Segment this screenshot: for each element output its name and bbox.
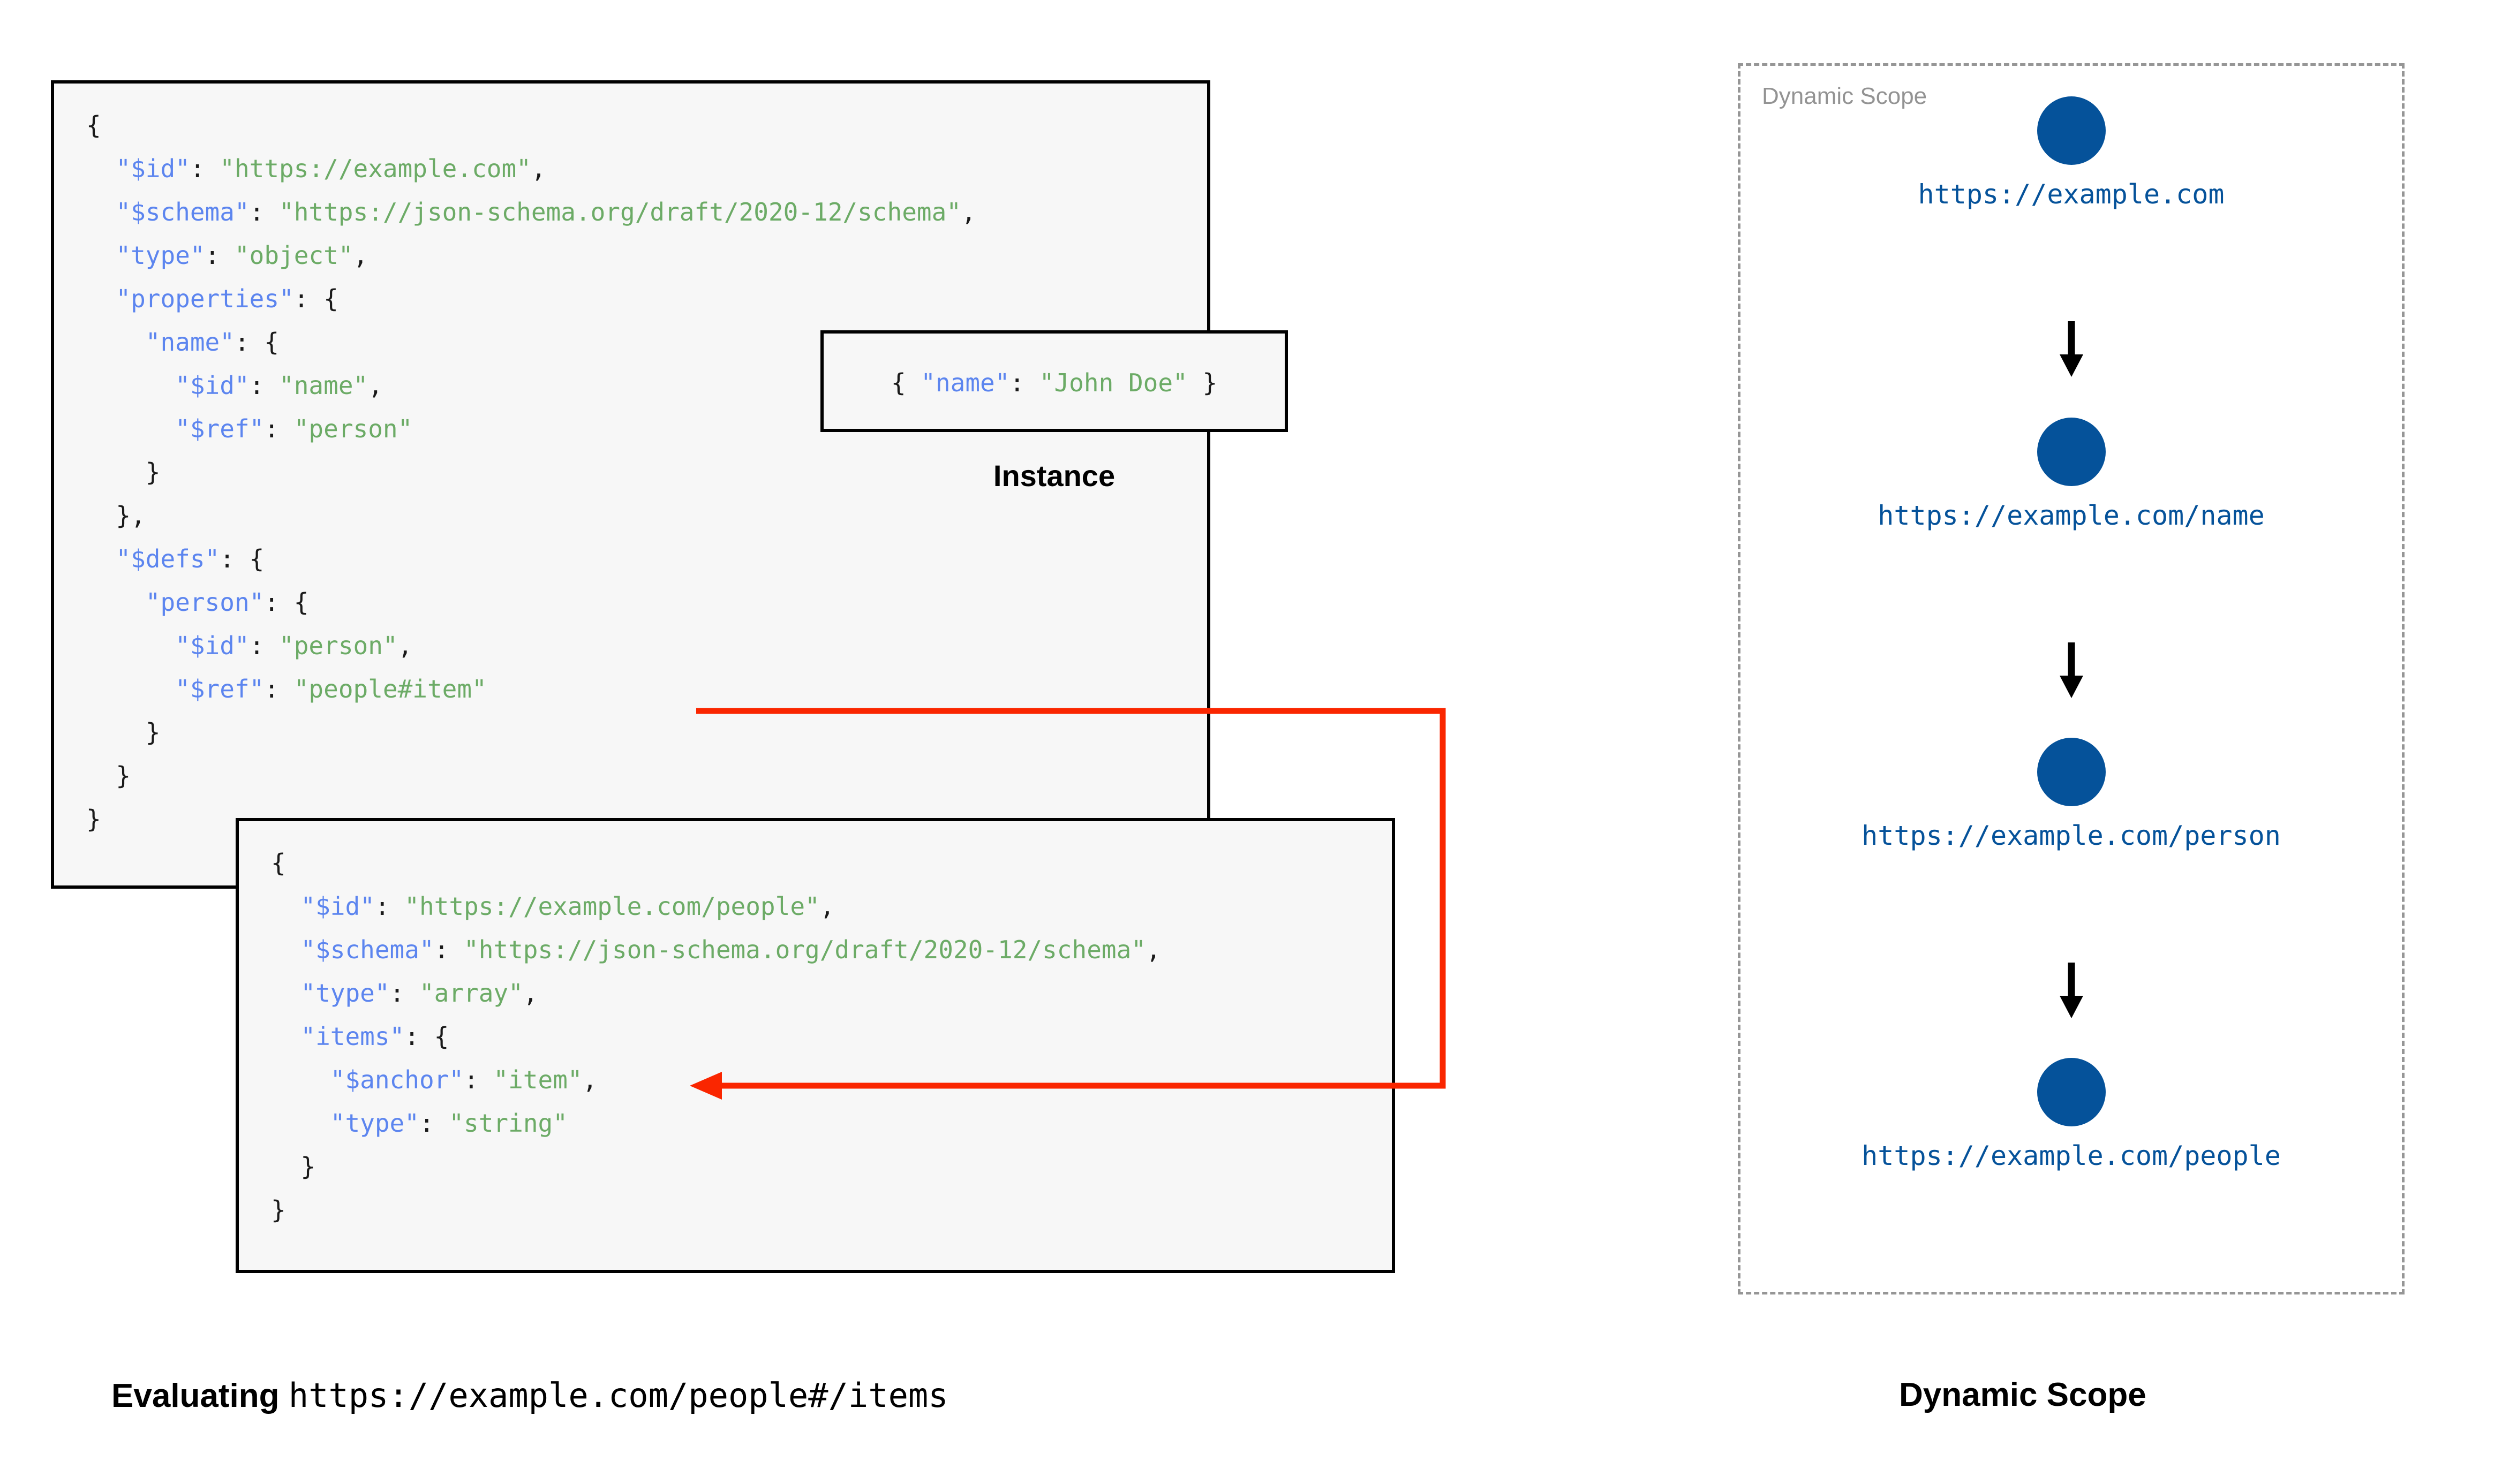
code-line: "$schema": "https://json-schema.org/draf… — [116, 198, 976, 226]
evaluating-label: Evaluating — [111, 1377, 280, 1414]
root-schema-code: { "$id": "https://example.com", "$schema… — [86, 104, 976, 841]
dynamic-scope-panel-label: Dynamic Scope — [1762, 83, 1927, 109]
scope-node-circle-icon — [2037, 96, 2106, 165]
code-line: }, — [86, 501, 146, 530]
scope-node-3: https://example.com/people — [1738, 1058, 2405, 1171]
code-line: "items": { — [300, 1022, 449, 1051]
down-arrow-icon — [2059, 321, 2083, 377]
scope-node-0: https://example.com — [1738, 96, 2405, 210]
code-line: "properties": { — [116, 284, 338, 313]
scope-node-circle-icon — [2037, 1058, 2106, 1126]
scope-node-2: https://example.com/person — [1738, 738, 2405, 851]
code-line: "name": { — [145, 328, 280, 357]
scope-node-label: https://example.com — [1918, 179, 2225, 210]
code-line: "person": { — [145, 588, 309, 617]
code-line: } — [86, 458, 161, 487]
code-line: "$id": "https://example.com", — [116, 154, 546, 183]
code-line: "$id": "person", — [175, 631, 413, 660]
code-line: } — [86, 805, 101, 834]
code-line: "$defs": { — [116, 544, 265, 573]
code-line: "type": "array", — [300, 979, 538, 1008]
scope-node-label: https://example.com/name — [1878, 500, 2265, 531]
code-line: } — [86, 761, 131, 790]
people-schema-box: { "$id": "https://example.com/people", "… — [236, 818, 1395, 1273]
scope-arrow-1 — [1738, 642, 2405, 704]
dynamic-scope-caption: Dynamic Scope — [1899, 1376, 2146, 1413]
code-line: "type": "object", — [116, 241, 368, 270]
instance-box: { "name": "John Doe" } — [820, 330, 1288, 432]
scope-arrow-0 — [1738, 321, 2405, 383]
code-line: "type": "string" — [330, 1109, 568, 1138]
scope-node-circle-icon — [2037, 418, 2106, 486]
code-line: "$schema": "https://json-schema.org/draf… — [300, 935, 1161, 964]
code-line: "$id": "name", — [175, 371, 383, 400]
code-line: { — [271, 849, 286, 877]
code-line: "$ref": "person" — [175, 414, 413, 443]
code-line: } — [271, 1152, 316, 1181]
code-line: "$anchor": "item", — [330, 1065, 598, 1094]
root-schema-box: { "$id": "https://example.com", "$schema… — [51, 80, 1210, 889]
instance-code: { "name": "John Doe" } — [824, 361, 1285, 405]
evaluating-caption: Evaluating https://example.com/people#/i… — [111, 1376, 948, 1415]
down-arrow-icon — [2059, 642, 2083, 698]
dynamic-scope-panel — [1738, 63, 2405, 1294]
down-arrow-icon — [2059, 963, 2083, 1018]
instance-caption: Instance — [993, 459, 1116, 493]
scope-node-1: https://example.com/name — [1738, 418, 2405, 531]
code-line: "$ref": "people#item" — [175, 675, 487, 703]
scope-node-label: https://example.com/people — [1862, 1140, 2281, 1171]
code-line: { — [86, 111, 101, 140]
scope-arrow-2 — [1738, 963, 2405, 1024]
code-line: "$id": "https://example.com/people", — [300, 892, 835, 921]
people-schema-code: { "$id": "https://example.com/people", "… — [271, 842, 1161, 1232]
code-line: } — [86, 718, 161, 747]
scope-node-label: https://example.com/person — [1862, 820, 2281, 851]
evaluating-uri: https://example.com/people#/items — [288, 1376, 948, 1415]
scope-node-circle-icon — [2037, 738, 2106, 806]
code-line: { "name": "John Doe" } — [891, 368, 1218, 397]
code-line: } — [271, 1195, 286, 1224]
